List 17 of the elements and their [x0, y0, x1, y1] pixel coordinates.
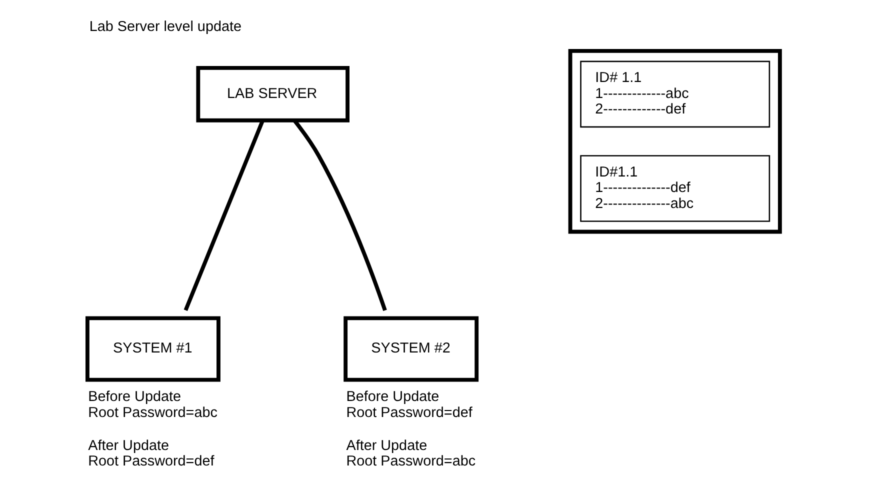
node-label: After Update: [346, 437, 427, 454]
node-box: SYSTEM #1: [85, 316, 220, 382]
connector: [292, 119, 386, 310]
node-label: Before Update: [346, 388, 439, 405]
node-label: Root Password=abc: [346, 453, 476, 470]
node-label: Root Password=def: [346, 404, 472, 420]
node-box: SYSTEM #2: [343, 316, 478, 382]
node-box: ID# 1.1 1-------------abc 2-------------def: [580, 60, 770, 128]
node-box: LAB SERVER: [196, 66, 349, 122]
node-box: ID#1.1 1--------------def 2--------------abc: [580, 154, 770, 222]
connector: [183, 120, 264, 310]
node-label: Root Password=abc: [88, 404, 217, 420]
diagram-title: Lab Server level update: [88, 18, 241, 35]
node-label: Root Password=def: [88, 453, 214, 470]
node-label: Before Update: [88, 388, 181, 405]
cluster: [568, 48, 782, 234]
node-label: After Update: [88, 437, 168, 454]
